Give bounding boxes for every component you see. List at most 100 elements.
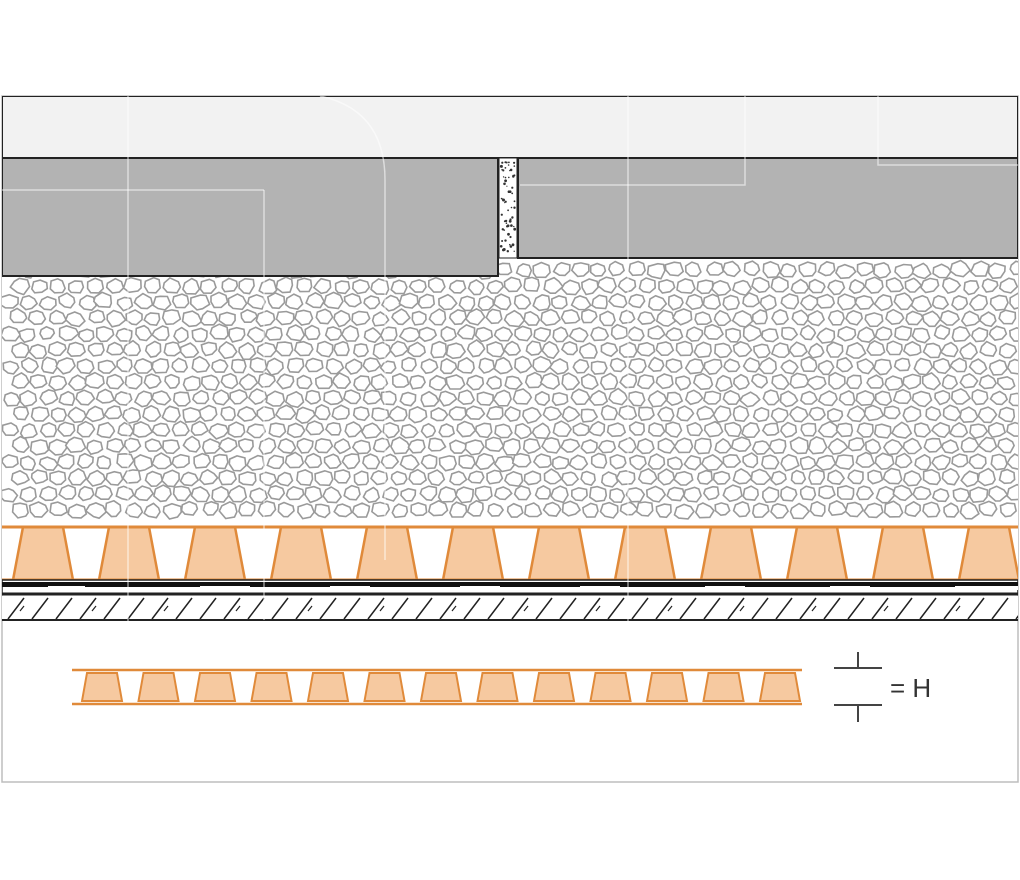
mortar-cell bbox=[761, 486, 780, 504]
grout-speck bbox=[508, 190, 512, 193]
mortar-cell bbox=[722, 389, 741, 406]
mortar-cell bbox=[144, 438, 163, 452]
mortar-cell bbox=[179, 342, 200, 359]
mortar-cell bbox=[3, 391, 21, 407]
mortar-cell bbox=[827, 500, 848, 517]
grout-joint-texture bbox=[499, 161, 517, 253]
mortar-cell bbox=[931, 294, 950, 310]
mortar-cell bbox=[171, 293, 190, 309]
mortar-cell bbox=[265, 390, 286, 407]
mortar-cell bbox=[790, 469, 807, 485]
mortar-cell bbox=[199, 278, 217, 295]
mortar-cell bbox=[268, 422, 287, 438]
mortar-cell bbox=[590, 452, 608, 469]
mortar-cell bbox=[968, 453, 987, 470]
substrate-tick bbox=[883, 605, 889, 612]
mortar-cell bbox=[848, 278, 866, 295]
mortar-cell bbox=[560, 341, 579, 356]
mortar-cell bbox=[696, 279, 714, 295]
mortar-cell bbox=[835, 422, 854, 438]
substrate-hatch bbox=[511, 597, 529, 620]
mortar-cell bbox=[789, 372, 810, 389]
mortar-cell bbox=[883, 405, 901, 420]
mortar-cell bbox=[827, 309, 845, 326]
substrate-hatch bbox=[79, 597, 97, 620]
mortar-cell bbox=[657, 406, 675, 422]
mortar-cell bbox=[998, 468, 1016, 485]
cover-plate-layer bbox=[2, 96, 1018, 159]
mortar-cell bbox=[771, 308, 790, 326]
mortar-cell bbox=[246, 423, 267, 439]
mortar-cell bbox=[333, 503, 353, 518]
mortar-cell bbox=[133, 390, 153, 408]
substrate-hatch bbox=[799, 597, 817, 620]
mortar-cell bbox=[218, 501, 238, 520]
mortar-cell bbox=[789, 405, 809, 423]
mortar-cell bbox=[96, 455, 112, 470]
mortar-cell bbox=[779, 390, 799, 408]
mortar-cell bbox=[600, 342, 619, 358]
mortar-cell bbox=[834, 454, 855, 470]
mortar-cell bbox=[963, 279, 980, 296]
mat-stud bbox=[785, 525, 849, 582]
grout-speck bbox=[508, 176, 510, 179]
mortar-cell bbox=[671, 308, 693, 326]
mortar-cell bbox=[568, 327, 589, 343]
mortar-cell bbox=[523, 310, 541, 326]
mortar-cell bbox=[88, 309, 106, 324]
mortar-cell bbox=[696, 469, 713, 485]
mortar-cell bbox=[874, 326, 893, 341]
mortar-cell bbox=[703, 358, 723, 375]
mortar-cell bbox=[398, 326, 422, 343]
mortar-cell bbox=[84, 502, 108, 520]
mortar-cell bbox=[932, 357, 952, 375]
mortar-cell bbox=[902, 405, 922, 423]
mortar-cell bbox=[229, 389, 249, 405]
mortar-cell bbox=[969, 260, 990, 277]
mortar-cell bbox=[164, 373, 180, 390]
mortar-cell bbox=[408, 278, 427, 293]
mortar-cell bbox=[930, 421, 951, 439]
mortar-cell bbox=[560, 438, 581, 453]
mortar-cell bbox=[658, 279, 676, 294]
mortar-cell bbox=[780, 421, 798, 438]
mortar-cell bbox=[692, 372, 714, 391]
mortar-cell bbox=[38, 485, 58, 502]
mortar-cell bbox=[606, 422, 627, 438]
membrane-gap bbox=[955, 586, 1018, 590]
mortar-cell bbox=[439, 357, 458, 375]
mortar-cell bbox=[523, 276, 540, 292]
mortar-cell bbox=[333, 340, 350, 357]
mortar-cell bbox=[532, 453, 552, 469]
substrate-hatch bbox=[319, 597, 337, 620]
mortar-cell bbox=[28, 501, 49, 518]
mortar-cell bbox=[922, 501, 941, 518]
mortar-cell bbox=[637, 311, 656, 325]
mortar-cell bbox=[714, 502, 731, 517]
mortar-cell bbox=[265, 357, 284, 376]
mat-stud bbox=[355, 525, 419, 582]
grout-speck bbox=[513, 227, 517, 231]
substrate-hatch bbox=[535, 597, 553, 620]
substrate-hatch bbox=[607, 597, 625, 620]
grout-speck bbox=[499, 164, 503, 168]
mortar-cell bbox=[466, 339, 486, 358]
mortar-cell bbox=[48, 438, 68, 456]
mortar-cell bbox=[998, 277, 1018, 294]
mortar-cell bbox=[684, 389, 704, 406]
mortar-bed-texture bbox=[2, 259, 1018, 520]
mortar-cell bbox=[664, 421, 683, 438]
grout-speck bbox=[509, 235, 512, 239]
mortar-cell bbox=[19, 389, 38, 408]
mortar-cell bbox=[411, 310, 427, 326]
mortar-cell bbox=[960, 470, 979, 488]
mortar-cell bbox=[275, 373, 295, 390]
legend-mat-stud bbox=[589, 672, 632, 702]
mortar-cell bbox=[619, 501, 639, 516]
mortar-cell bbox=[408, 468, 428, 486]
mortar-cell bbox=[264, 326, 283, 341]
membrane-gap bbox=[330, 586, 370, 590]
mortar-cell bbox=[465, 405, 486, 421]
mortar-cell bbox=[363, 327, 383, 344]
mortar-cell bbox=[182, 277, 201, 295]
